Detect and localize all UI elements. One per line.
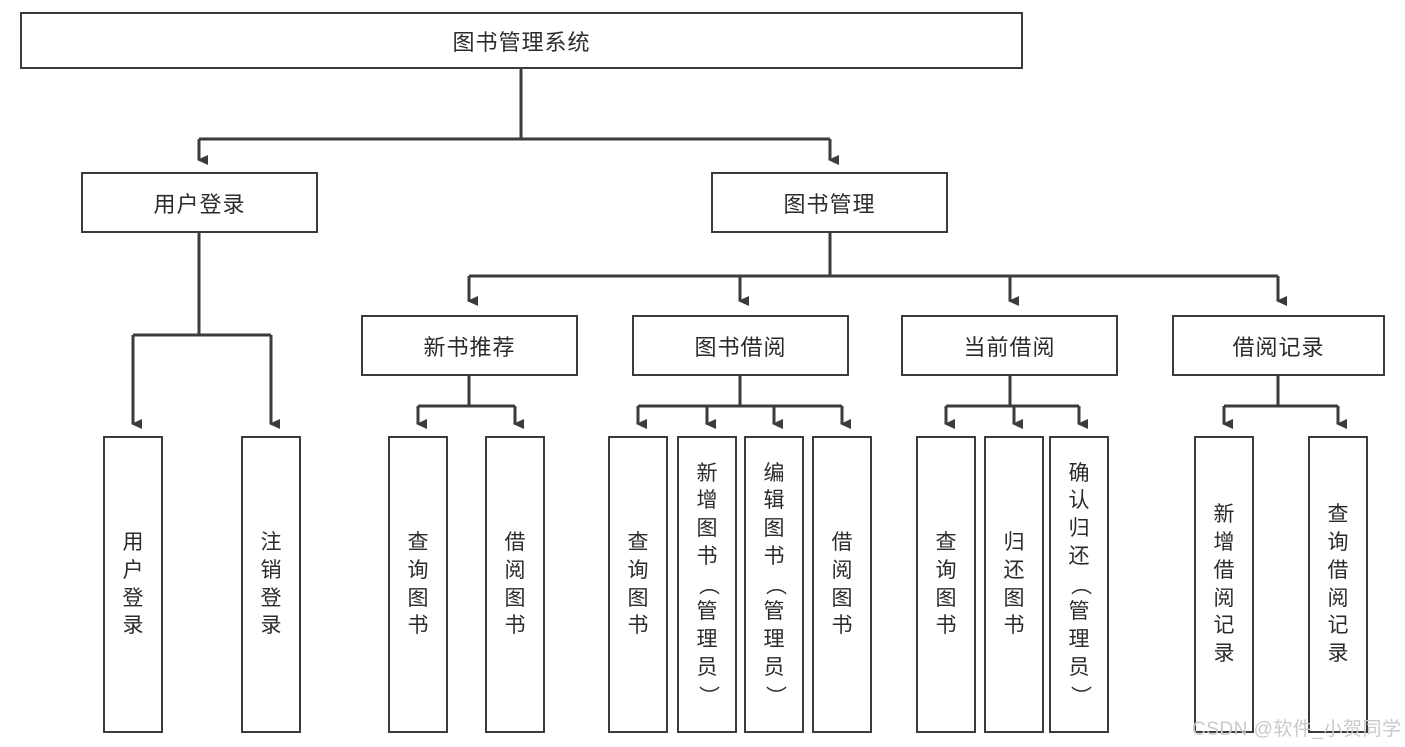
node-new-book-recommend[interactable]: 新书推荐: [361, 315, 578, 376]
node-label: 图书管理: [783, 191, 876, 217]
node-label: 查询图书: [935, 531, 957, 638]
node-label: 新书推荐: [423, 334, 516, 360]
node-leaf-logout[interactable]: 注销登录: [241, 436, 301, 733]
node-leaf-query-book-1[interactable]: 查询图书: [388, 436, 448, 733]
node-root-system[interactable]: 图书管理系统: [20, 12, 1023, 69]
node-label: 编辑图书（管理员）: [746, 460, 802, 709]
node-label: 用户登录: [122, 531, 144, 638]
paren-glyph: ）: [762, 684, 786, 706]
node-leaf-return-book[interactable]: 归还图书: [984, 436, 1044, 733]
node-label: 查询图书: [627, 531, 649, 638]
node-label: 归还图书: [1003, 531, 1025, 638]
node-label: 查询借阅记录: [1327, 503, 1349, 665]
node-label: 图书管理系统: [452, 29, 591, 55]
node-label: 查询图书: [407, 531, 429, 638]
node-label: 图书借阅: [694, 334, 787, 360]
node-user-login[interactable]: 用户登录: [81, 172, 318, 233]
node-label: 注销登录: [260, 531, 282, 638]
node-leaf-borrow-book-2[interactable]: 借阅图书: [812, 436, 872, 733]
csdn-watermark: CSDN @软件_小贺同学: [1192, 719, 1402, 740]
node-label: 借阅图书: [504, 531, 526, 638]
node-borrow-record[interactable]: 借阅记录: [1172, 315, 1385, 376]
paren-glyph: ）: [695, 684, 719, 706]
node-label: 用户登录: [153, 191, 246, 217]
node-label: 新增图书（管理员）: [679, 460, 735, 709]
paren-glyph: （: [695, 574, 719, 595]
node-label: 当前借阅: [963, 334, 1056, 360]
paren-glyph: （: [762, 574, 786, 595]
node-leaf-user-login[interactable]: 用户登录: [103, 436, 163, 733]
node-leaf-borrow-book-1[interactable]: 借阅图书: [485, 436, 545, 733]
paren-glyph: ）: [1067, 684, 1091, 706]
paren-glyph: （: [1067, 574, 1091, 595]
node-leaf-add-borrow-record[interactable]: 新增借阅记录: [1194, 436, 1254, 733]
node-label: 确认归还（管理员）: [1051, 460, 1107, 709]
node-current-borrow[interactable]: 当前借阅: [901, 315, 1118, 376]
node-leaf-query-borrow-record[interactable]: 查询借阅记录: [1308, 436, 1368, 733]
node-leaf-add-book-admin[interactable]: 新增图书（管理员）: [677, 436, 737, 733]
node-leaf-query-book-3[interactable]: 查询图书: [916, 436, 976, 733]
node-label: 新增借阅记录: [1213, 503, 1235, 665]
node-leaf-edit-book-admin[interactable]: 编辑图书（管理员）: [744, 436, 804, 733]
node-leaf-query-book-2[interactable]: 查询图书: [608, 436, 668, 733]
node-leaf-confirm-return-admin[interactable]: 确认归还（管理员）: [1049, 436, 1109, 733]
node-book-management[interactable]: 图书管理: [711, 172, 948, 233]
node-book-borrow[interactable]: 图书借阅: [632, 315, 849, 376]
node-label: 借阅记录: [1232, 334, 1325, 360]
node-label: 借阅图书: [831, 531, 853, 638]
